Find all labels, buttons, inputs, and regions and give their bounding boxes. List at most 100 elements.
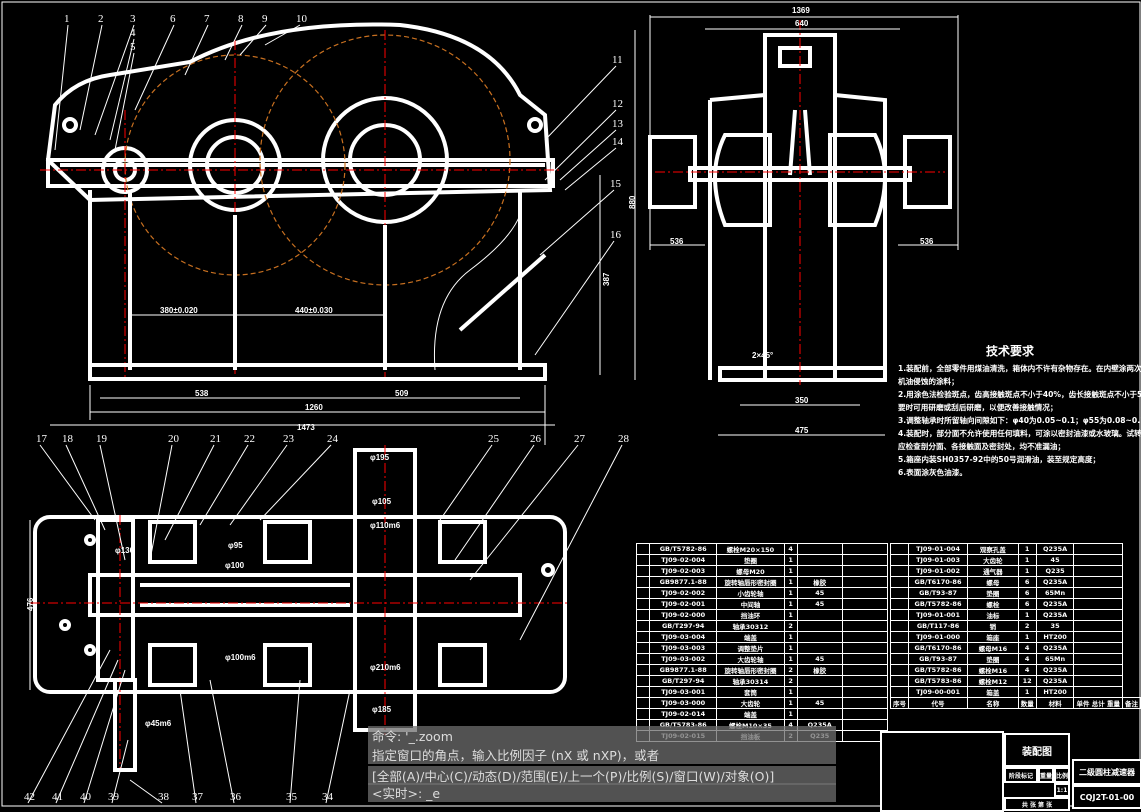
bom-index — [635, 631, 651, 643]
command-prompt: 指定窗口的角点，输入比例因子 (nX 或 nXP)，或者 — [368, 745, 836, 764]
bom-cell: TJ09-03-004 — [649, 631, 718, 643]
bom-cell: GB/T5783-86 — [907, 675, 969, 687]
bom-cell — [841, 697, 889, 709]
command-input[interactable]: <实时>: _e — [368, 783, 836, 802]
bom-cell: 45 — [796, 653, 843, 665]
leader-line — [55, 659, 119, 804]
dim-text: 536 — [920, 237, 934, 246]
leader-line — [325, 689, 351, 804]
command-options[interactable]: [全部(A)/中心(C)/动态(D)/范围(E)/上一个(P)/比例(S)/窗口… — [368, 766, 836, 785]
bom-cell: TJ09-02-000 — [649, 609, 718, 621]
bom-cell: 螺栓M12 — [967, 675, 1019, 687]
bom-cell: 大齿轮 — [716, 697, 785, 709]
leader-line — [109, 38, 135, 141]
bom-cell: 1 — [783, 609, 798, 621]
leader-line — [149, 444, 173, 561]
bom-cell: 6 — [1017, 576, 1037, 588]
dim-text: φ210m6 — [370, 663, 401, 672]
part-number-label: 20 — [168, 433, 180, 445]
part-number-label: 12 — [612, 98, 623, 110]
bom-cell: Q235A — [1035, 609, 1075, 621]
bom-cell: 端盖 — [716, 708, 785, 720]
bom-cell: 1 — [1017, 686, 1037, 698]
title-block: 装配图 阶段标记 重量 比例 1:1 共 张 第 张 二级圆柱减速器 CQJ2T… — [880, 731, 1141, 812]
bom-cell: 观察孔盖 — [967, 543, 1019, 555]
dim-text: 387 — [602, 272, 611, 286]
leader-line — [83, 669, 126, 804]
part-number-label: 42 — [24, 791, 35, 803]
bom-cell — [796, 543, 843, 555]
bom-index — [890, 664, 909, 676]
command-history: 命令: '_.zoom — [368, 726, 836, 745]
bom-cell — [796, 631, 843, 643]
leader-line — [224, 24, 243, 61]
bom-cell — [1073, 598, 1123, 610]
bom-cell: TJ09-02-001 — [649, 598, 718, 610]
bom-cell — [1073, 576, 1123, 588]
bom-cell — [1073, 609, 1123, 621]
weight-label: 重量 — [1038, 767, 1054, 783]
bom-cell — [796, 554, 843, 566]
bom-cell — [841, 642, 889, 654]
leader-line — [264, 24, 301, 46]
leader-line — [544, 109, 617, 181]
part-number-label: 15 — [610, 178, 622, 190]
bom-header-cell: 单件 总计 重量 — [1073, 697, 1123, 709]
side-view: 1369 640 536 536 880 350 475 2×45° — [628, 6, 959, 436]
bom-cell — [841, 664, 889, 676]
part-number-label: 17 — [36, 433, 48, 445]
bom-cell: 1 — [1017, 554, 1037, 566]
bom-cell: GB/T117-86 — [907, 620, 969, 632]
front-view: 380±0.020 440±0.030 538 509 1260 1473 38… — [40, 22, 611, 445]
dim-text: 509 — [395, 389, 409, 398]
bom-index — [635, 675, 651, 687]
bom-cell: 1 — [783, 587, 798, 599]
bom-cell: 挡油环 — [716, 609, 785, 621]
bom-index — [890, 587, 909, 599]
bom-cell: 橡胶 — [796, 664, 843, 676]
leader-line — [289, 679, 301, 804]
bom-index — [635, 565, 651, 577]
bom-cell: 45 — [796, 598, 843, 610]
bom-cell: Q235A — [1035, 675, 1075, 687]
bom-cell: GB/T93-87 — [907, 587, 969, 599]
leader-line — [199, 444, 249, 526]
bom-cell: 45 — [796, 697, 843, 709]
bom-cell: 销 — [967, 620, 1019, 632]
dim-text: 475 — [795, 426, 809, 435]
part-number-label: 8 — [238, 13, 244, 25]
bom-cell: Q235 — [1035, 565, 1075, 577]
bom-cell: 调整垫片 — [716, 642, 785, 654]
bom-cell: 1 — [783, 697, 798, 709]
bom-cell: TJ09-00-001 — [907, 686, 969, 698]
bom-cell — [796, 675, 843, 687]
part-number-label: 10 — [296, 13, 308, 25]
dim-text: 640 — [795, 19, 809, 28]
bom-cell: 45 — [796, 587, 843, 599]
bom-cell — [1073, 642, 1123, 654]
bom-cell — [841, 543, 889, 555]
bom-cell: 套筒 — [716, 686, 785, 698]
bom-cell: TJ09-02-003 — [649, 565, 718, 577]
part-number-label: 22 — [244, 433, 255, 445]
dim-text: 880 — [628, 195, 637, 209]
bom-cell: 螺母 — [967, 576, 1019, 588]
bom-cell: 1 — [1017, 631, 1037, 643]
leader-line — [65, 444, 106, 531]
leader-line — [544, 65, 617, 141]
bom-index — [890, 653, 909, 665]
bom-index — [890, 609, 909, 621]
bom-cell — [841, 653, 889, 665]
bom-index — [635, 697, 651, 709]
dim-text: φ95 — [228, 541, 243, 550]
